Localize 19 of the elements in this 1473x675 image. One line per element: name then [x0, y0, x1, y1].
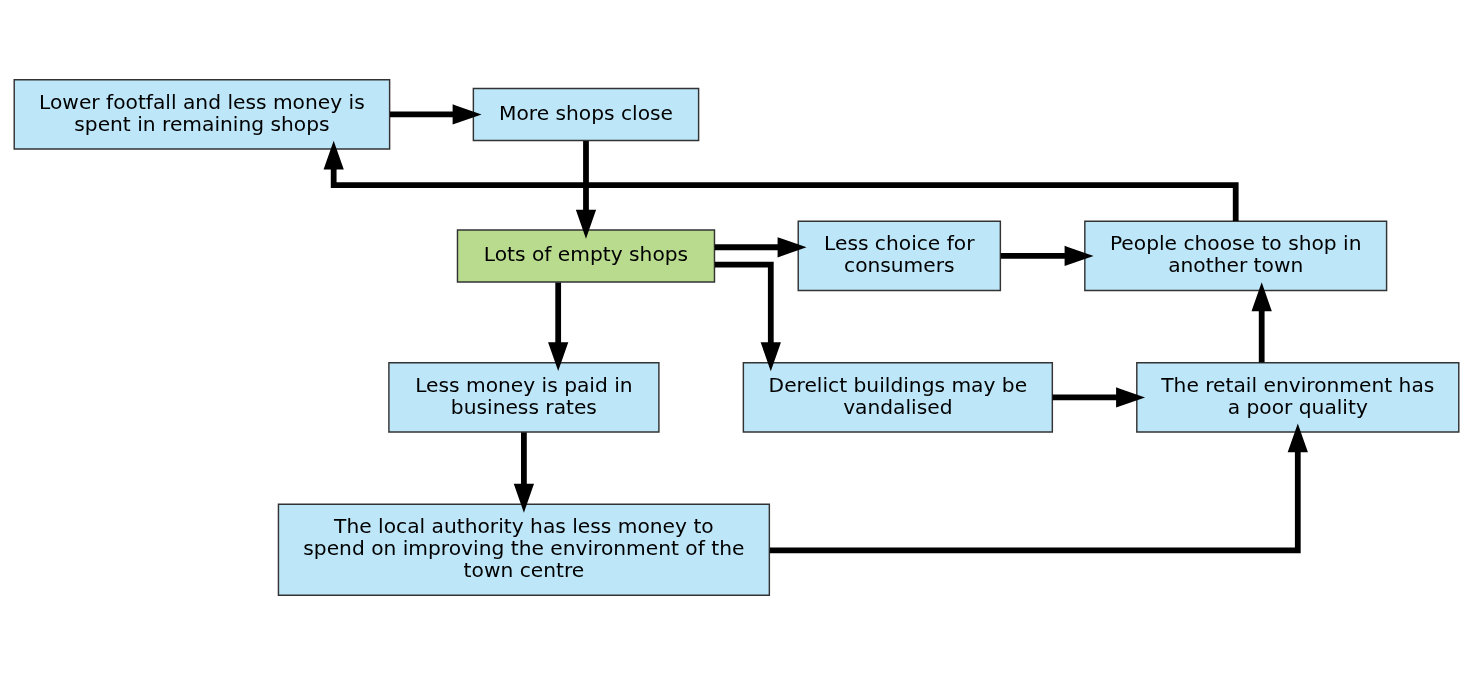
node-box: The local authority has less money to spend on improving the environment of the town centre: [277, 503, 771, 596]
arrow: [1000, 245, 1094, 267]
arrow: [548, 282, 569, 372]
arrow: [1052, 387, 1146, 408]
node-box: The retail environment has a poor quality: [1136, 362, 1460, 433]
arrow: [1251, 282, 1272, 363]
node-box: Less choice for consumers: [797, 220, 1002, 292]
node-box: Lots of empty shops: [456, 229, 716, 283]
arrow: [575, 141, 597, 239]
node-box: More shops close: [472, 87, 700, 142]
arrow: [714, 237, 807, 258]
arrow: [714, 261, 781, 372]
node-box: Less money is paid in business rates: [388, 362, 660, 433]
node-box: Derelict buildings may be vandalised: [742, 362, 1054, 433]
arrow: [769, 423, 1308, 554]
node-box: People choose to shop in another town: [1084, 220, 1388, 292]
node-box: Lower footfall and less money is spent in remaining shops: [13, 79, 391, 150]
arrow: [513, 432, 535, 513]
arrow: [390, 104, 482, 125]
